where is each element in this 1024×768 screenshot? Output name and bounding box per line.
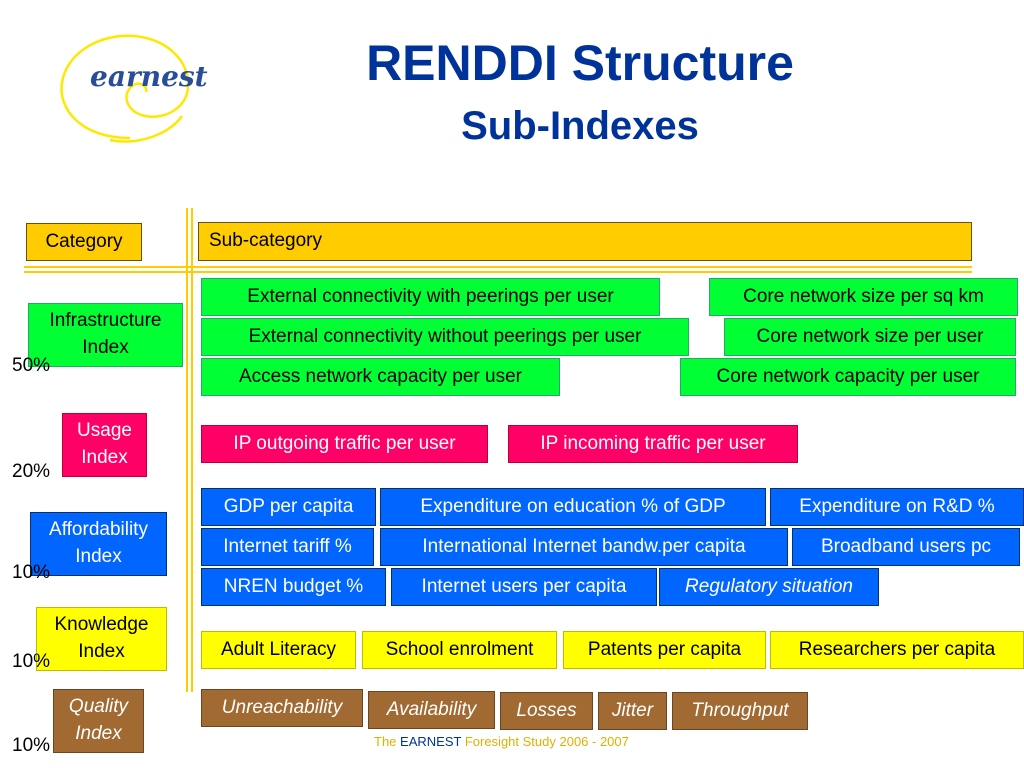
quality-label-1: Quality [68,696,129,718]
earnest-logo: earnest [50,28,210,148]
sub-availability: Availability [368,691,495,729]
quality-weight: 10% [12,735,51,756]
footer-brand: EARNEST [400,734,462,749]
sub-adult-literacy: Adult Literacy [201,631,356,669]
sub-nren-budget: NREN budget % [201,568,386,606]
sub-access-capacity: Access network capacity per user [201,358,560,396]
sub-regulatory: Regulatory situation [659,568,879,606]
sub-education: Expenditure on education % of GDP [380,488,766,526]
page-subtitle: Sub-Indexes [461,104,699,148]
sub-ip-incoming: IP incoming traffic per user [508,425,798,463]
infrastructure-label-2: Index [82,337,129,358]
usage-label-2: Index [81,447,128,468]
knowledge-index: Knowledge Index [36,607,167,671]
affordability-index: Affordability Index [30,512,167,576]
sub-jitter: Jitter [598,692,667,730]
sub-researchers: Researchers per capita [770,631,1024,669]
sub-internet-users: Internet users per capita [391,568,657,606]
logo-text: earnest [90,60,208,93]
sub-ip-outgoing: IP outgoing traffic per user [201,425,488,463]
knowledge-weight: 10% [12,651,51,672]
subcategory-header-label: Sub-category [209,230,323,252]
infrastructure-label-1: Infrastructure [49,310,162,332]
usage-label-1: Usage [77,420,132,442]
affordability-label-2: Index [75,546,122,567]
sub-core-size-user: Core network size per user [724,318,1016,356]
sub-external-with-peerings: External connectivity with peerings per … [201,278,660,316]
subcategory-header: Sub-category [198,222,972,261]
spiral-icon [60,34,190,143]
infrastructure-weight: 50% [12,355,51,376]
quality-index: Quality Index [53,689,144,753]
sub-losses: Losses [500,692,593,730]
sub-unreachability: Unreachability [201,689,363,727]
horizontal-divider [24,266,972,268]
footer-post: Foresight Study 2006 - 2007 [464,734,629,749]
sub-internet-tariff: Internet tariff % [201,528,374,566]
sub-external-without-peerings: External connectivity without peerings p… [201,318,689,356]
sub-core-capacity: Core network capacity per user [680,358,1016,396]
footer-pre: The [374,734,397,749]
knowledge-label-1: Knowledge [54,614,149,636]
knowledge-label-2: Index [78,641,125,662]
affordability-label-1: Affordability [49,519,148,541]
sub-patents: Patents per capita [563,631,766,669]
sub-gdp: GDP per capita [201,488,376,526]
horizontal-divider-2 [24,271,972,273]
quality-label-2: Index [75,723,122,744]
footer: The EARNEST Foresight Study 2006 - 2007 [374,734,629,749]
affordability-weight: 10% [12,562,51,583]
sub-rnd: Expenditure on R&D % [770,488,1024,526]
usage-index: Usage Index [62,413,147,477]
sub-core-size-sqkm: Core network size per sq km [709,278,1018,316]
sub-school-enrolment: School enrolment [362,631,557,669]
sub-throughput: Throughput [672,692,808,730]
sub-intl-bandwidth: International Internet bandw.per capita [380,528,788,566]
vertical-divider [186,208,188,692]
infrastructure-index: Infrastructure Index [28,303,183,367]
usage-weight: 20% [12,461,51,482]
page-title: RENDDI Structure [366,35,794,91]
category-header: Category [26,223,142,261]
sub-broadband: Broadband users pc [792,528,1020,566]
vertical-divider-2 [191,208,193,692]
